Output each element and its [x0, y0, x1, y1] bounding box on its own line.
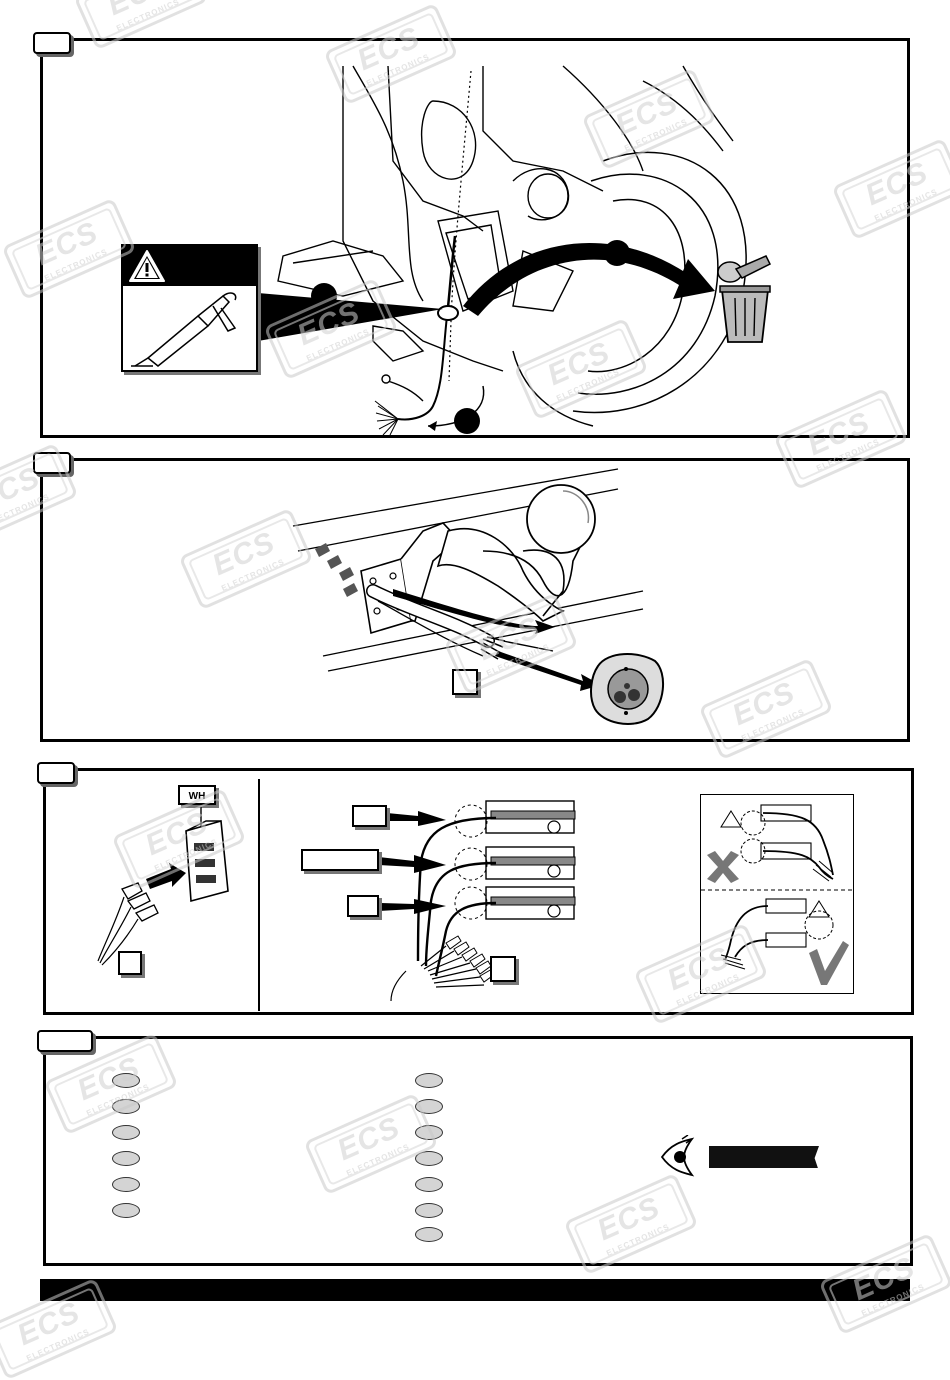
pin-oval-left-2	[112, 1099, 140, 1114]
step-marker-box-3b	[490, 956, 516, 982]
pin-oval-left-6	[112, 1203, 140, 1218]
footer-bar	[40, 1279, 910, 1301]
step-panel-2	[40, 458, 910, 742]
wire-label-box-2	[301, 849, 379, 871]
pin-oval-right-3	[415, 1125, 443, 1140]
step-tab-1	[33, 32, 71, 54]
cross-mark-icon	[707, 851, 739, 883]
warning-icon	[129, 250, 165, 282]
pin-oval-left-5	[112, 1177, 140, 1192]
pin-oval-right-7	[415, 1227, 443, 1242]
pin-oval-left-3	[112, 1125, 140, 1140]
check-mark-icon	[809, 941, 849, 985]
pin-oval-right-5	[415, 1177, 443, 1192]
pin-oval-left-4	[112, 1151, 140, 1166]
pin-oval-right-6	[415, 1203, 443, 1218]
pin-oval-right-4	[415, 1151, 443, 1166]
car-rear-wheel-arch-illustration	[258, 65, 747, 435]
pin-oval-left-1	[112, 1073, 140, 1088]
step-tab-2	[33, 452, 71, 474]
panel-divider	[258, 779, 260, 1011]
connector-housing-illustration	[97, 807, 229, 966]
wire-label-box-1	[352, 805, 387, 827]
towbar-installation-illustration	[292, 468, 665, 725]
connector-color-label: WH	[178, 785, 216, 805]
eye-icon	[660, 1135, 695, 1177]
orientation-check-box	[700, 794, 854, 994]
sealant-warning-callout	[121, 244, 258, 372]
step-tab-4	[37, 1030, 93, 1052]
pin-oval-right-1	[415, 1073, 443, 1088]
pin-oval-right-2	[415, 1099, 443, 1114]
step-panel-3: WH	[43, 768, 914, 1015]
inspection-label-bar	[709, 1146, 819, 1168]
step-marker-box-2	[452, 669, 478, 695]
sealant-gun-icon	[131, 292, 237, 367]
trash-bin-icon	[717, 255, 772, 343]
warning-header-bar	[123, 246, 256, 286]
orientation-comparison-illustration	[701, 804, 852, 985]
step-tab-3	[37, 762, 75, 784]
wire-label-box-3	[347, 895, 379, 917]
step-marker-box-3a	[118, 951, 142, 975]
step-panel-1	[40, 38, 910, 438]
connector-color-text: WH	[188, 791, 206, 802]
